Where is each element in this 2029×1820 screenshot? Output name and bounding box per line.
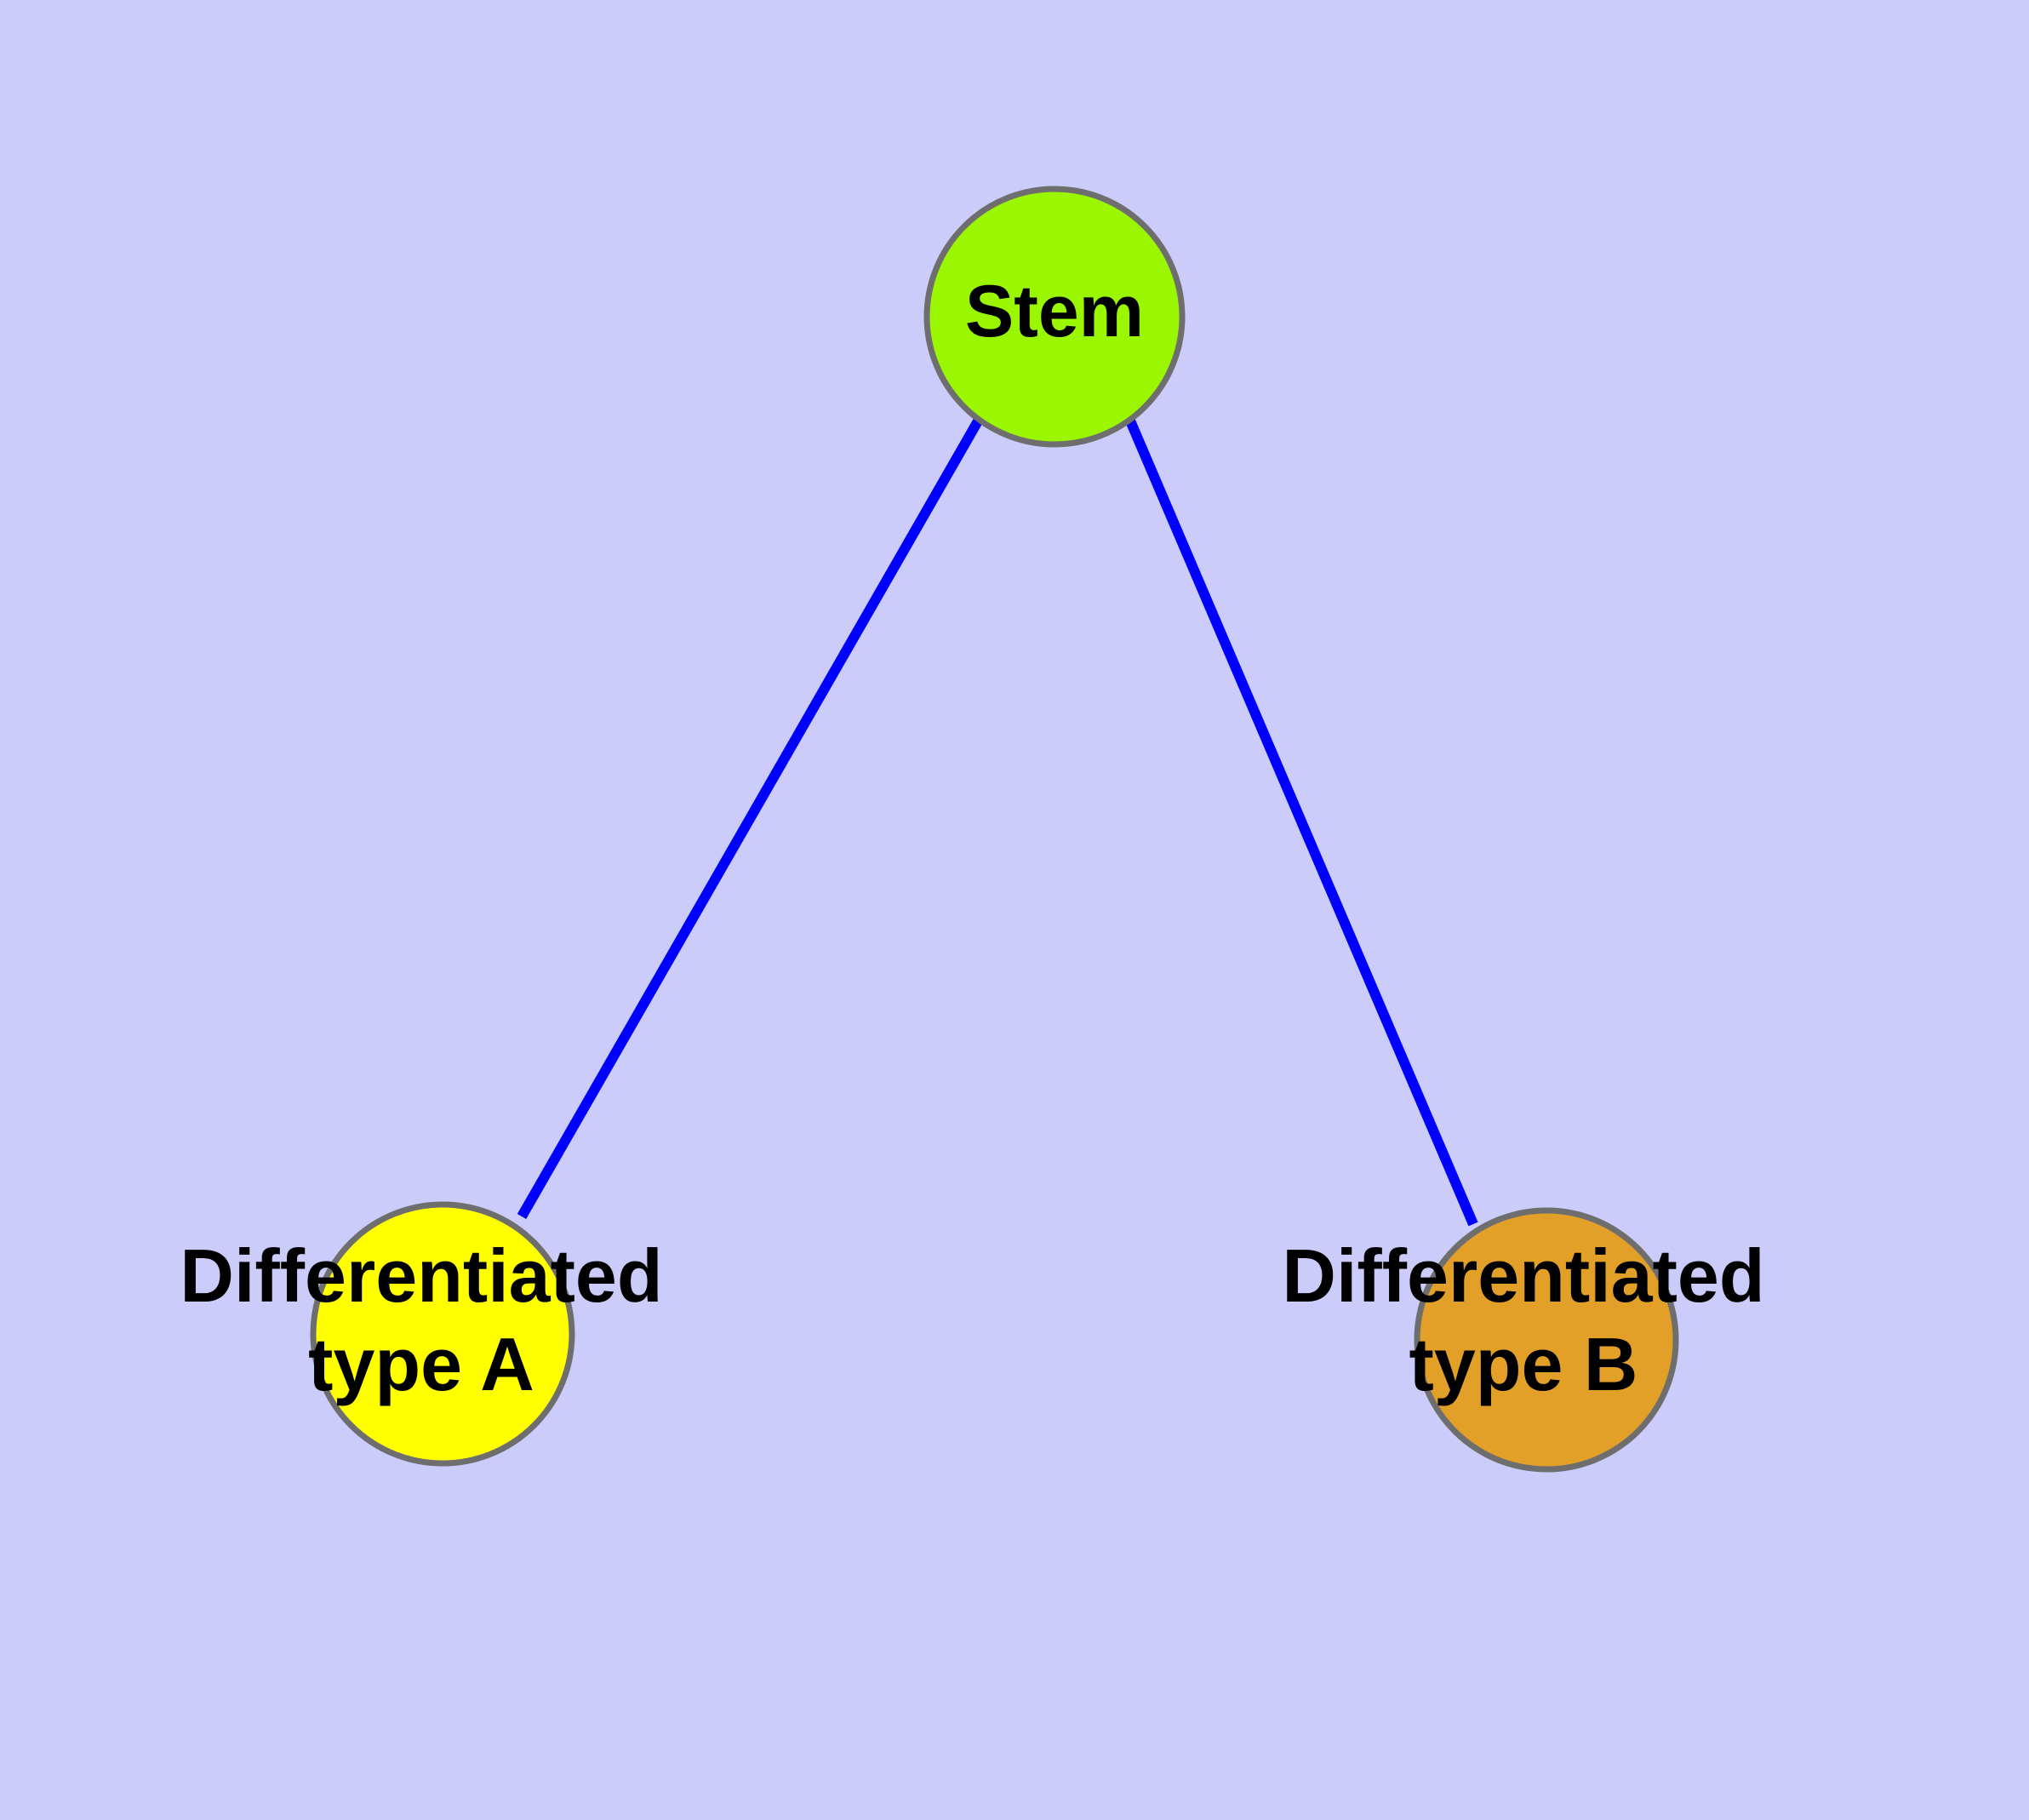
node-label-line: type B xyxy=(1409,1322,1638,1406)
node-layer xyxy=(310,186,1679,1473)
node-label-line: Differentiated xyxy=(180,1233,662,1318)
node-label-line: type A xyxy=(308,1322,534,1406)
graph-node-stem[interactable] xyxy=(923,186,1186,448)
graph-node-diff-type-b[interactable] xyxy=(1414,1207,1679,1473)
node-label-line: Differentiated xyxy=(1282,1233,1764,1318)
graph-edge-stem-to-a[interactable] xyxy=(517,417,984,1219)
graph-edge-stem-to-b[interactable] xyxy=(1124,416,1478,1227)
node-label-stem: Stem xyxy=(965,271,1144,352)
edge-layer xyxy=(517,416,1478,1227)
node-label-line: Stem xyxy=(965,271,1144,352)
graph-node-diff-type-a[interactable] xyxy=(310,1201,575,1467)
